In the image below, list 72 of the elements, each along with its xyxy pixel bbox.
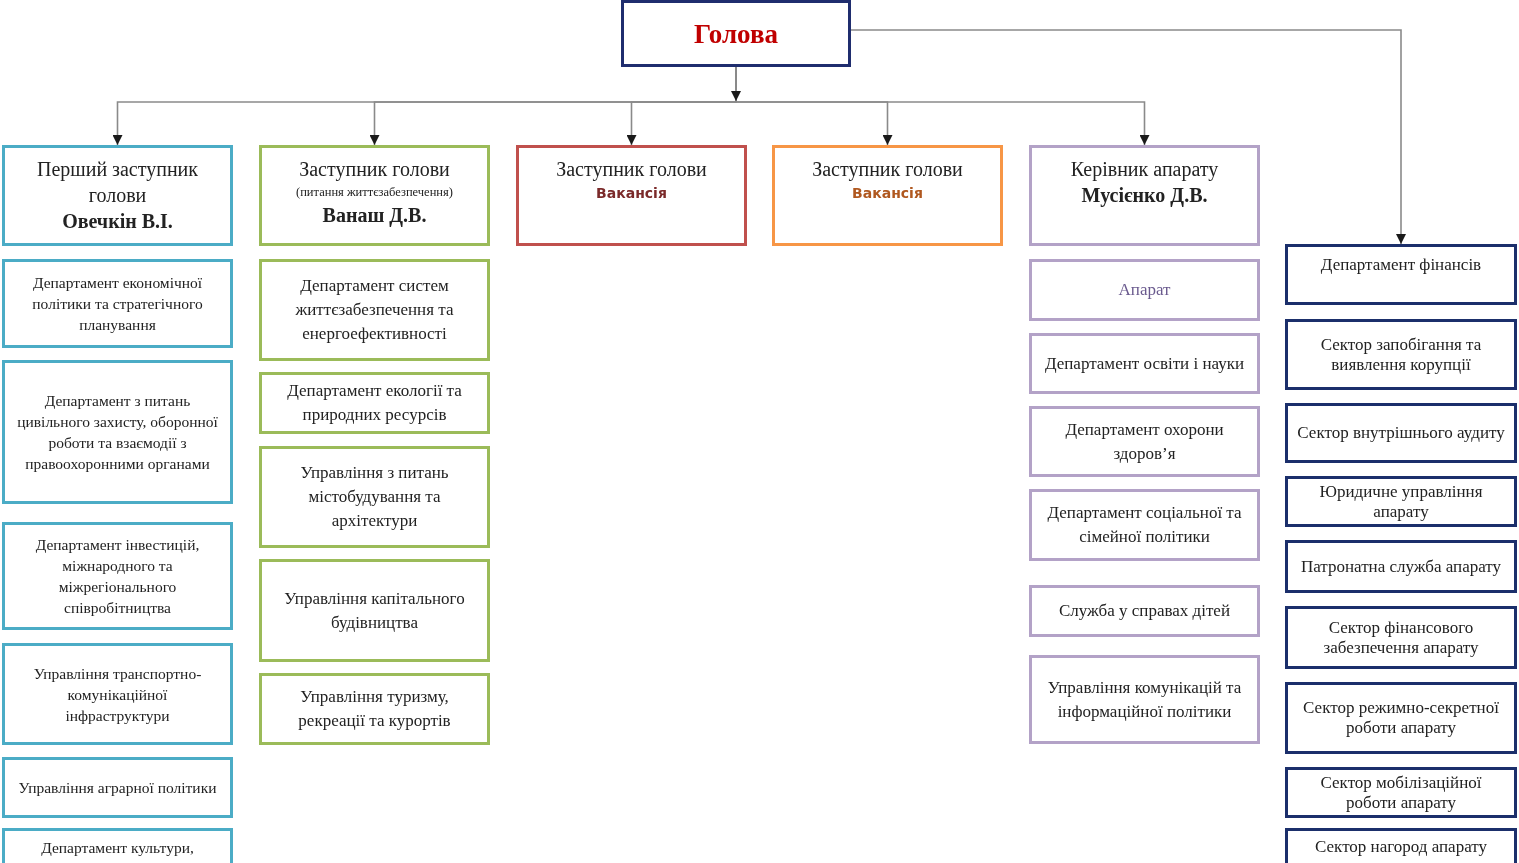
person-name: Овечкін В.І. <box>62 209 173 234</box>
department-box <box>259 559 490 662</box>
department-name: Департамент систем життєзабезпечення та енергоефективності <box>294 275 455 345</box>
department-box <box>259 673 490 745</box>
vacancy-label: Вакансія <box>852 184 923 203</box>
person-name: Ванаш Д.В. <box>322 203 427 228</box>
department-box <box>1285 828 1517 863</box>
department-name: Департамент інвестицій, міжнародного та міжрегіонального співробітництва <box>34 535 201 618</box>
vacancy-label: Вакансія <box>596 184 667 203</box>
department-box <box>1285 319 1517 390</box>
position-title: Заступник голови <box>299 157 450 182</box>
department-box <box>1285 682 1517 754</box>
department-box <box>1029 259 1260 321</box>
department-name: Управління туризму, рекреації та курортів <box>297 686 452 732</box>
department-name: Департамент соціальної та сімейної політики <box>1046 502 1243 548</box>
department-name: Департамент культури, <box>41 837 194 858</box>
position-title: Заступник голови <box>556 157 707 182</box>
position-box <box>259 145 490 246</box>
department-name: Управління аграрної політики <box>18 778 217 798</box>
department-box <box>1285 767 1517 818</box>
department-name: Юридичне управління апарату <box>1318 481 1484 522</box>
department-name: Патронатна служба апарату <box>1300 556 1502 577</box>
portfolio-note: (питання життєзабезпечення) <box>296 184 453 201</box>
trunk-arrow <box>731 72 741 102</box>
position-title: Заступник голови <box>812 157 963 182</box>
department-box <box>2 757 233 818</box>
department-box <box>2 259 233 348</box>
department-box <box>1029 585 1260 637</box>
department-name: Управління капітального будівництва <box>283 587 466 634</box>
department-box <box>1285 403 1517 463</box>
department-name: Сектор режимно-секретної роботи апарату <box>1302 698 1500 738</box>
department-name: Апарат <box>1118 279 1171 301</box>
department-name: Сектор запобігання та виявлення корупції <box>1319 334 1483 375</box>
department-box <box>2 360 233 504</box>
department-name: Служба у справах дітей <box>1058 600 1230 622</box>
chief-box <box>621 0 851 67</box>
department-box <box>1285 476 1517 527</box>
department-name: Департамент освіти і науки <box>1044 352 1245 375</box>
department-name: Управління комунікацій та інформаційної політики <box>1046 676 1243 723</box>
department-name: Управління з питань містобудування та архітектури <box>299 462 450 532</box>
department-box <box>1029 489 1260 561</box>
position-box <box>1029 145 1260 246</box>
department-box <box>1029 655 1260 744</box>
department-name: Департамент фінансів <box>1320 255 1482 275</box>
department-box <box>1285 244 1517 305</box>
position-box <box>772 145 1003 246</box>
department-name: Департамент економічної політики та стратегічного планування <box>31 273 204 335</box>
position-box <box>516 145 747 246</box>
position-box <box>2 145 233 246</box>
connector-arrow <box>850 29 1406 245</box>
department-box <box>259 446 490 548</box>
department-box <box>1285 606 1517 669</box>
department-box <box>1285 540 1517 593</box>
department-box <box>2 522 233 630</box>
position-title: Перший заступник голови <box>35 157 200 208</box>
department-name: Департамент з питань цивільного захисту, оборонної роботи та взаємодії з правоохоронними органами <box>17 391 218 474</box>
department-name: Сектор фінансового забезпечення апарату <box>1322 617 1480 658</box>
department-name: Сектор внутрішнього аудиту <box>1297 423 1505 443</box>
department-name: Управління транспортно-комунікаційної інфраструктури <box>32 663 203 726</box>
department-name: Сектор нагород апарату <box>1315 837 1487 857</box>
department-box <box>2 643 233 745</box>
department-box <box>1029 406 1260 477</box>
department-box <box>259 372 490 434</box>
department-name: Департамент екології та природних ресурсів <box>286 380 463 426</box>
department-name: Сектор мобілізаційної роботи апарату <box>1319 772 1483 813</box>
position-title: Керівник апарату <box>1070 157 1219 182</box>
department-box <box>259 259 490 361</box>
chief-title: Голова <box>694 17 778 50</box>
department-box <box>1029 333 1260 394</box>
department-box <box>2 828 233 863</box>
department-name: Департамент охорони здоров’я <box>1064 418 1225 465</box>
person-name: Мусієнко Д.В. <box>1081 183 1208 208</box>
